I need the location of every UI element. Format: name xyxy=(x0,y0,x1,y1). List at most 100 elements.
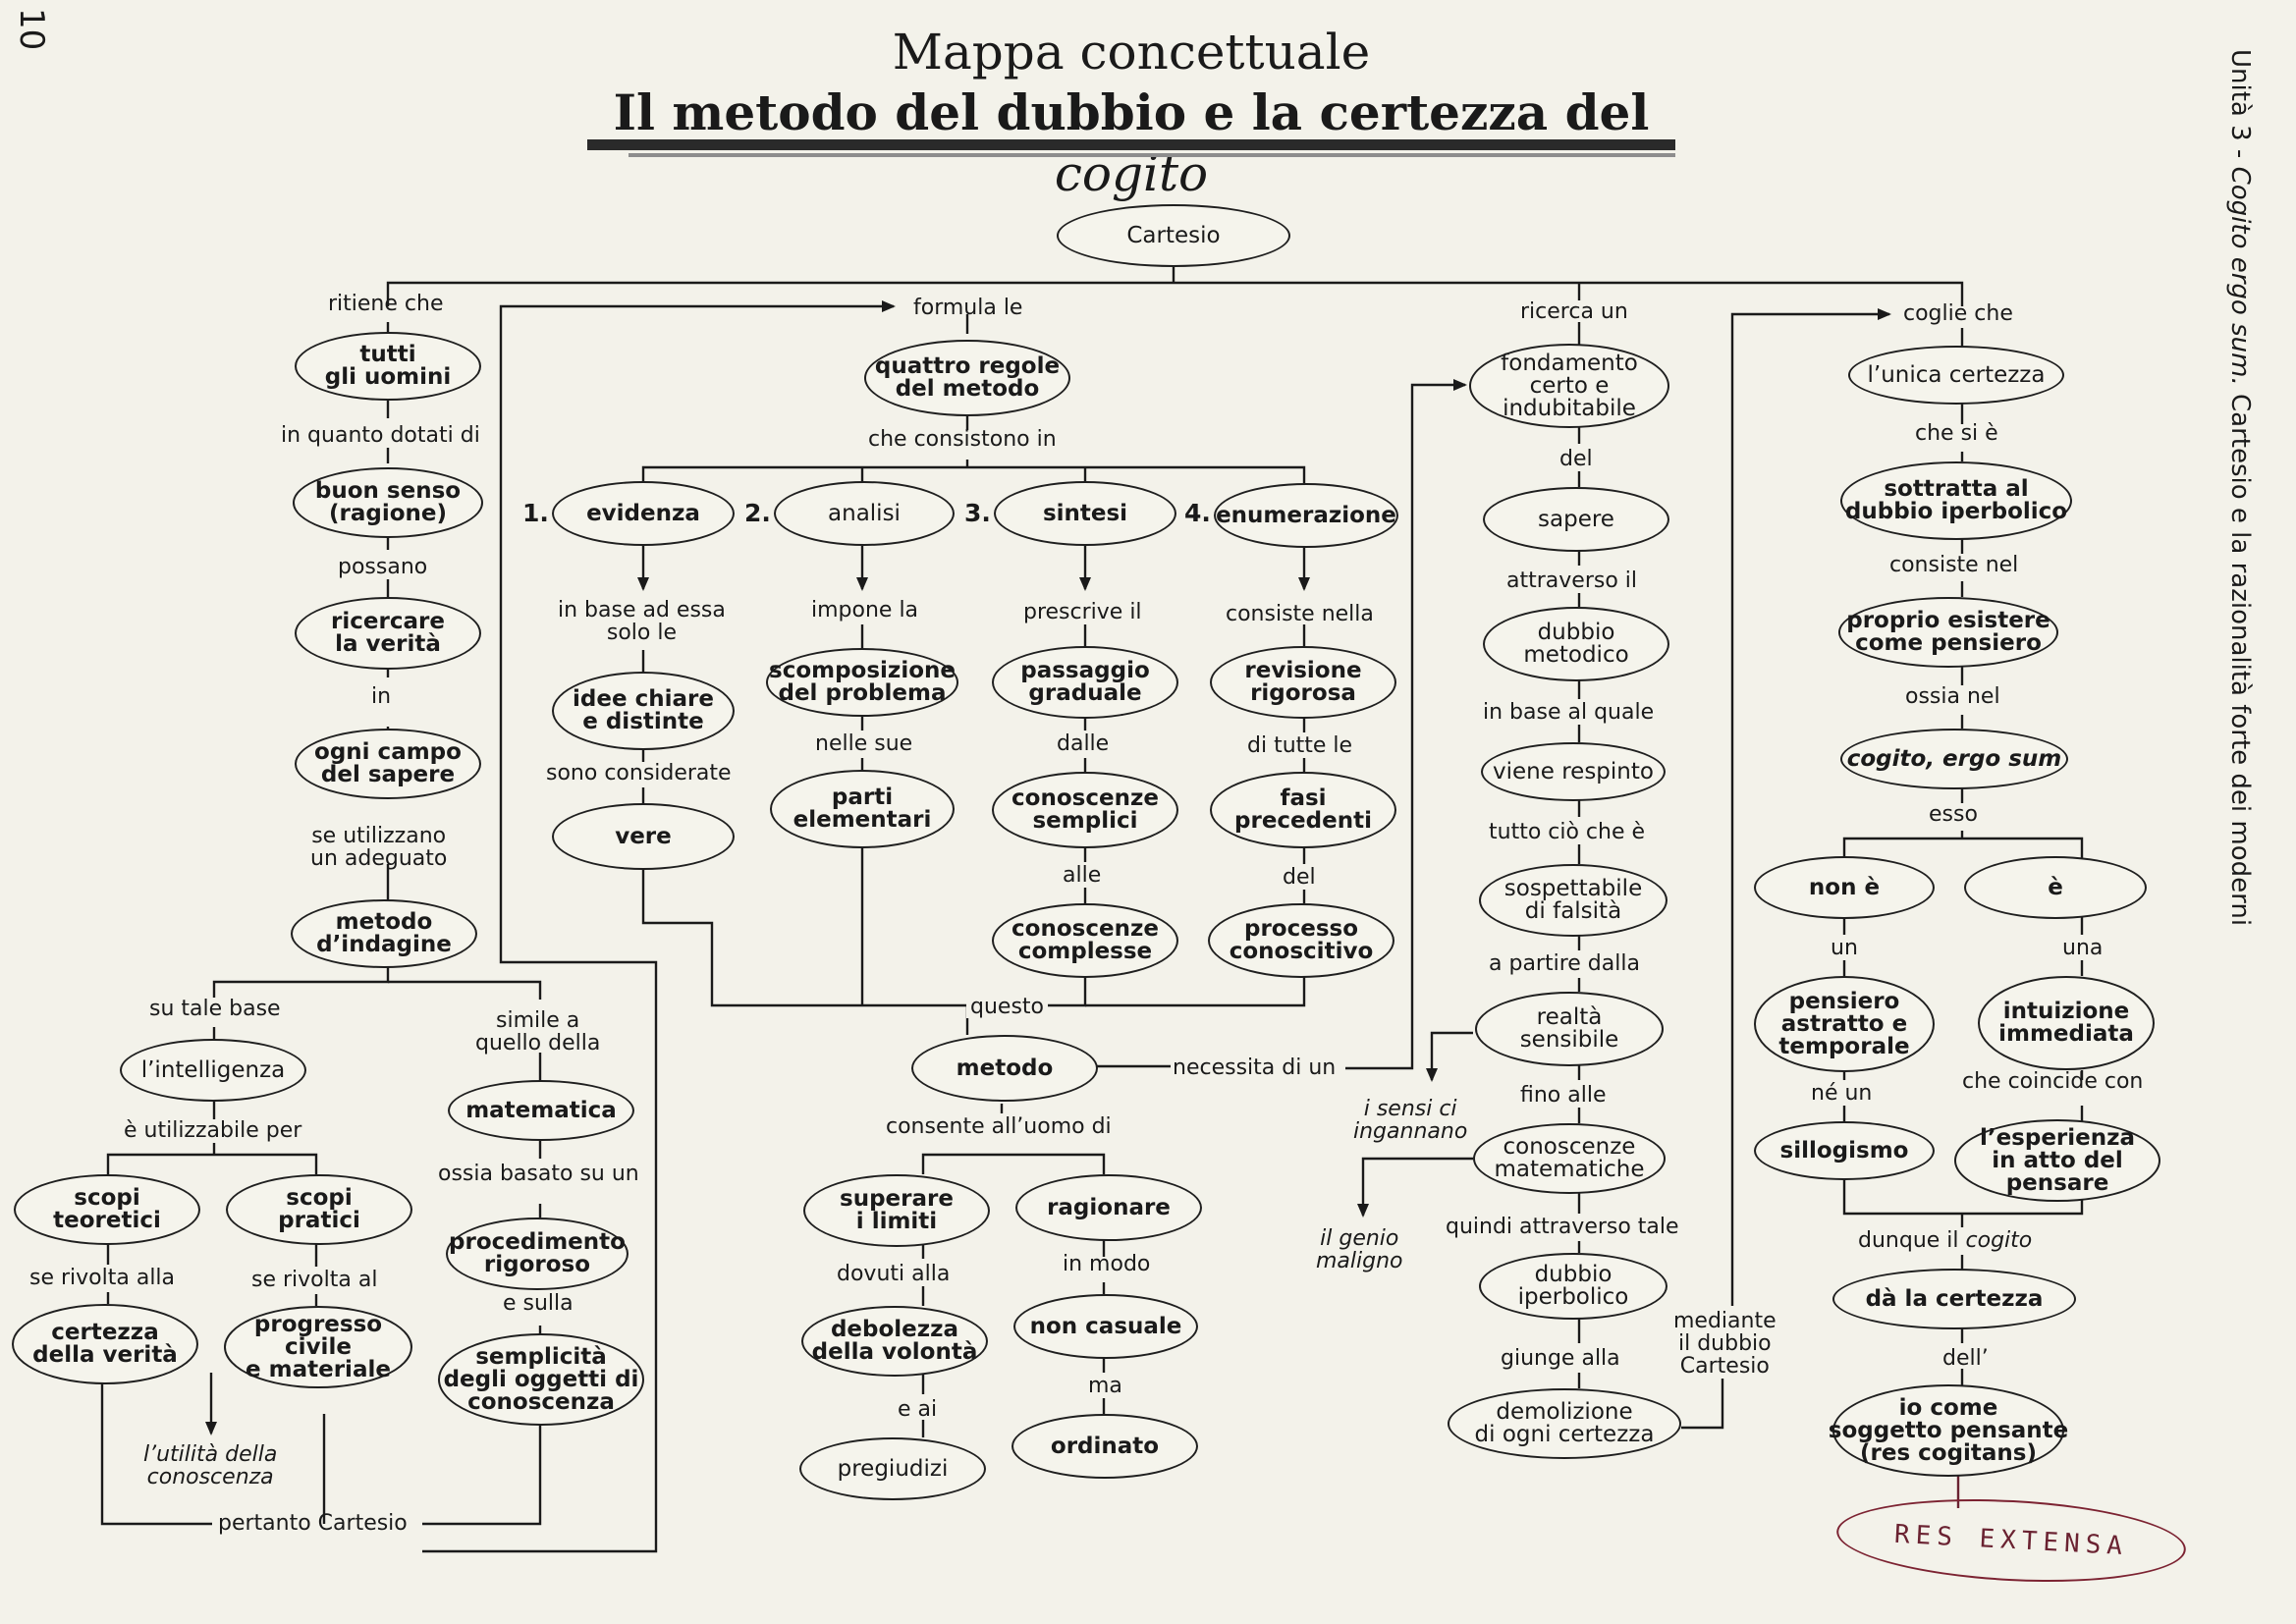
node-intuizione-immediata: intuizione immediata xyxy=(1978,976,2155,1070)
node-sillogismo: sillogismo xyxy=(1754,1121,1935,1180)
label-una: una xyxy=(2062,936,2104,960)
node-tutti-gli-uomini: tutti gli uomini xyxy=(295,332,481,401)
label-number-4: 4. xyxy=(1184,499,1211,527)
label-del-fondamento: del xyxy=(1559,447,1593,471)
label-questo: questo xyxy=(966,996,1048,1018)
node-progresso-civile: progresso civile e materiale xyxy=(224,1306,412,1388)
label-utilita: l’utilità della conoscenza xyxy=(143,1442,278,1489)
label-dunque-il: dunque il cogito xyxy=(1858,1229,2032,1252)
node-dubbio-iperbolico: dubbio iperbolico xyxy=(1479,1253,1667,1320)
node-analisi: analisi xyxy=(774,481,955,546)
node-intelligenza: l’intelligenza xyxy=(120,1039,306,1102)
title-line2: Il metodo del dubbio e la certezza del c… xyxy=(587,82,1675,204)
node-parti-elementari: parti elementari xyxy=(770,770,955,848)
label-simile-a: simile a quello della xyxy=(475,1008,601,1056)
label-mediante: mediante il dubbio Cartesio xyxy=(1673,1309,1777,1379)
node-non-e: non è xyxy=(1754,856,1935,919)
label-tutto-cio: tutto ciò che è xyxy=(1489,820,1646,844)
node-enumerazione: enumerazione xyxy=(1214,483,1398,548)
node-revisione-rigorosa: revisione rigorosa xyxy=(1210,646,1396,719)
label-ossia-nel: ossia nel xyxy=(1905,684,2000,709)
node-superare-limiti: superare i limiti xyxy=(803,1174,990,1247)
node-processo-conoscitivo: processo conoscitivo xyxy=(1208,903,1394,978)
node-cogito-ergo-sum: cogito, ergo sum xyxy=(1840,729,2068,789)
label-e-utilizzabile: è utilizzabile per xyxy=(124,1118,302,1143)
title-block: Mappa concettuale Il metodo del dubbio e… xyxy=(587,22,1675,204)
label-il-genio: il genio maligno xyxy=(1316,1226,1403,1273)
node-ordinato: ordinato xyxy=(1011,1414,1198,1479)
label-fino-alle: fino alle xyxy=(1520,1083,1607,1108)
label-se-rivolta-al: se rivolta al xyxy=(251,1268,378,1292)
label-del-processo: del xyxy=(1283,865,1316,890)
node-viene-respinto: viene respinto xyxy=(1481,742,1666,801)
label-formula-le: formula le xyxy=(913,296,1023,320)
label-consiste-nella: consiste nella xyxy=(1226,602,1374,626)
node-io-come-soggetto: io come soggetto pensante (res cogitans) xyxy=(1829,1384,2068,1477)
label-dunque-il-italic: cogito xyxy=(1965,1228,2033,1253)
node-ricercare-verita: ricercare la verità xyxy=(295,597,481,670)
node-conoscenze-matematiche: conoscenze matematiche xyxy=(1473,1123,1666,1194)
label-che-si-e: che si è xyxy=(1915,421,1998,446)
label-di-tutte-le: di tutte le xyxy=(1247,733,1353,758)
node-matematica: matematica xyxy=(448,1080,634,1141)
node-da-certezza: dà la certezza xyxy=(1832,1269,2076,1329)
label-ossia-basato: ossia basato su un xyxy=(438,1162,639,1186)
node-passaggio-graduale: passaggio graduale xyxy=(992,646,1178,719)
label-number-3: 3. xyxy=(964,499,991,527)
label-sono-considerate: sono considerate xyxy=(546,761,732,785)
label-i-sensi: i sensi ci ingannano xyxy=(1353,1097,1468,1144)
node-unica-certezza: l’unica certezza xyxy=(1848,346,2064,405)
node-cartesio: Cartesio xyxy=(1057,204,1290,267)
node-scomposizione: scomposizione del problema xyxy=(766,648,958,717)
node-dubbio-metodico: dubbio metodico xyxy=(1483,607,1669,681)
node-sapere: sapere xyxy=(1483,487,1669,552)
label-e-sulla: e sulla xyxy=(503,1291,574,1316)
label-number-2: 2. xyxy=(744,499,771,527)
label-a-partire: a partire dalla xyxy=(1489,951,1640,976)
label-nelle-sue: nelle sue xyxy=(815,731,913,756)
label-se-utilizzano: se utilizzano un adeguato xyxy=(310,824,448,871)
label-in-base-ad-essa: in base ad essa solo le xyxy=(558,598,726,645)
label-alle: alle xyxy=(1063,863,1102,888)
label-prescrive-il: prescrive il xyxy=(1023,600,1142,624)
label-in-modo: in modo xyxy=(1063,1252,1151,1276)
node-sintesi: sintesi xyxy=(994,481,1176,546)
node-non-casuale: non casuale xyxy=(1013,1294,1198,1359)
label-pertanto-cartesio: pertanto Cartesio xyxy=(218,1511,408,1536)
label-dunque-il-text: dunque il xyxy=(1858,1228,1966,1253)
node-fondamento: fondamento certo e indubitabile xyxy=(1469,344,1669,428)
label-su-tale-base: su tale base xyxy=(149,997,281,1021)
label-in: in xyxy=(371,684,392,709)
label-e-ai: e ai xyxy=(898,1397,938,1422)
label-attraverso-il: attraverso il xyxy=(1506,568,1637,593)
node-metodo: metodo xyxy=(911,1035,1098,1102)
label-dalle: dalle xyxy=(1057,731,1110,756)
label-ritiene-che: ritiene che xyxy=(328,292,444,316)
node-pregiudizi: pregiudizi xyxy=(799,1437,986,1500)
label-in-quanto: in quanto dotati di xyxy=(281,423,480,448)
node-esperienza: l’esperienza in atto del pensare xyxy=(1954,1119,2160,1202)
node-scopi-pratici: scopi pratici xyxy=(226,1174,412,1245)
node-ogni-campo-sapere: ogni campo del sapere xyxy=(295,729,481,799)
node-sottratta: sottratta al dubbio iperbolico xyxy=(1840,461,2072,540)
label-quindi-attraverso: quindi attraverso tale xyxy=(1446,1215,1679,1239)
node-conoscenze-semplici: conoscenze semplici xyxy=(992,772,1178,848)
node-e: è xyxy=(1964,856,2147,919)
label-necessita: necessita di un xyxy=(1173,1056,1337,1080)
title-line2-text: Il metodo del dubbio e la certezza del xyxy=(613,83,1650,141)
node-demolizione: demolizione di ogni certezza xyxy=(1448,1388,1681,1459)
node-realta-sensibile: realtà sensibile xyxy=(1475,992,1664,1066)
label-che-coincide: che coincide con xyxy=(1962,1069,2144,1094)
label-giunge-alla: giunge alla xyxy=(1501,1346,1620,1371)
node-semplicita-oggetti: semplicità degli oggetti di conoscenza xyxy=(438,1333,644,1426)
label-ne-un: né un xyxy=(1811,1081,1873,1106)
label-ma: ma xyxy=(1088,1374,1122,1398)
node-idee-chiare: idee chiare e distinte xyxy=(552,672,735,750)
label-esso: esso xyxy=(1929,802,1978,827)
label-un: un xyxy=(1831,936,1858,960)
node-evidenza: evidenza xyxy=(552,481,735,546)
title-rule xyxy=(587,139,1675,150)
node-buon-senso: buon senso (ragione) xyxy=(293,467,483,538)
